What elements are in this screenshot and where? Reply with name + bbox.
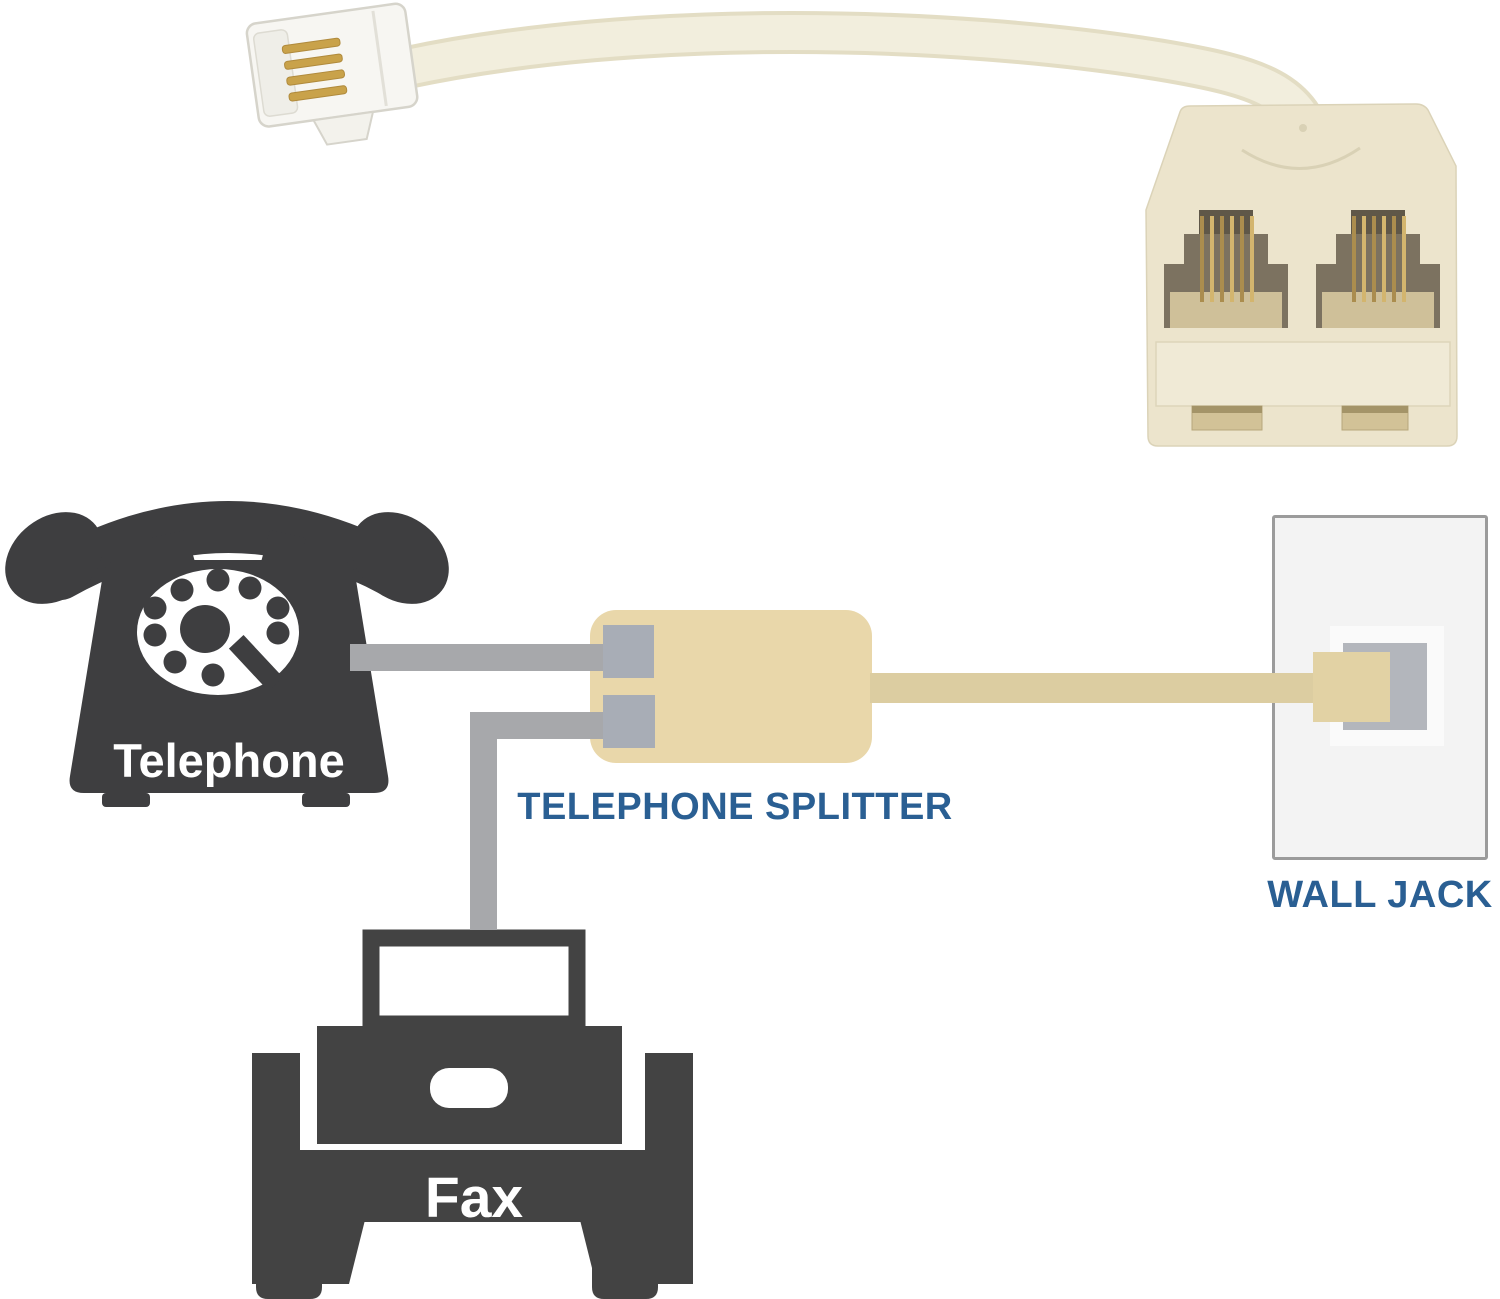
cable-phone-to-splitter: [350, 644, 608, 671]
fax-base-band: [252, 1150, 693, 1222]
rotary-dial: [137, 568, 299, 695]
photo-cable: [387, 15, 1332, 168]
fax-foot-right: [592, 1220, 658, 1299]
fax-machine-icon: Fax: [252, 929, 693, 1299]
plug-gold-pins: [281, 37, 348, 102]
rotary-phone-icon: Telephone: [5, 501, 449, 807]
dial-finger-holes: [143, 568, 290, 687]
splitter-label: TELEPHONE SPLITTER: [517, 786, 953, 828]
dial-center: [180, 605, 230, 653]
rj11-plug-photo: [245, 2, 419, 146]
fax-output-slot: [430, 1068, 508, 1108]
mold-dot: [1299, 124, 1307, 132]
wall-jack-plug: [1313, 652, 1390, 722]
fax-paper-tray: [362, 929, 586, 1033]
fax-side-left: [252, 1053, 300, 1153]
fax-side-right: [645, 1053, 693, 1153]
splitter-port-bottom-plug: [603, 695, 655, 748]
jack-pins-left: [1200, 216, 1254, 302]
dial-finger-stop: [228, 634, 284, 692]
telephone-label: Telephone: [113, 734, 345, 787]
rj11-splitter-photo: [1145, 103, 1458, 447]
phone-foot-right: [302, 793, 350, 807]
handset-left-end: [5, 512, 103, 604]
fax-foot-left: [256, 1220, 322, 1299]
jack-pins-right: [1352, 216, 1406, 302]
plug-seam: [371, 10, 388, 107]
jack-port-left: [1164, 210, 1288, 328]
cable-fax-to-splitter-vertical: [470, 712, 497, 930]
splitter-bottom-slots: [1191, 405, 1409, 431]
jack-port-right: [1316, 210, 1440, 328]
handset-right-end: [351, 512, 449, 604]
wall-jack-label: WALL JACK: [1267, 874, 1493, 916]
plug-latch: [311, 110, 375, 146]
product-photo: [245, 2, 1458, 447]
fax-label: Fax: [425, 1166, 524, 1230]
mold-arc: [1241, 146, 1361, 170]
phone-foot-left: [102, 793, 150, 807]
cable-splitter-to-wall: [870, 673, 1348, 703]
splitter-bottom-panel: [1155, 341, 1451, 407]
splitter-port-top-plug: [603, 625, 654, 678]
